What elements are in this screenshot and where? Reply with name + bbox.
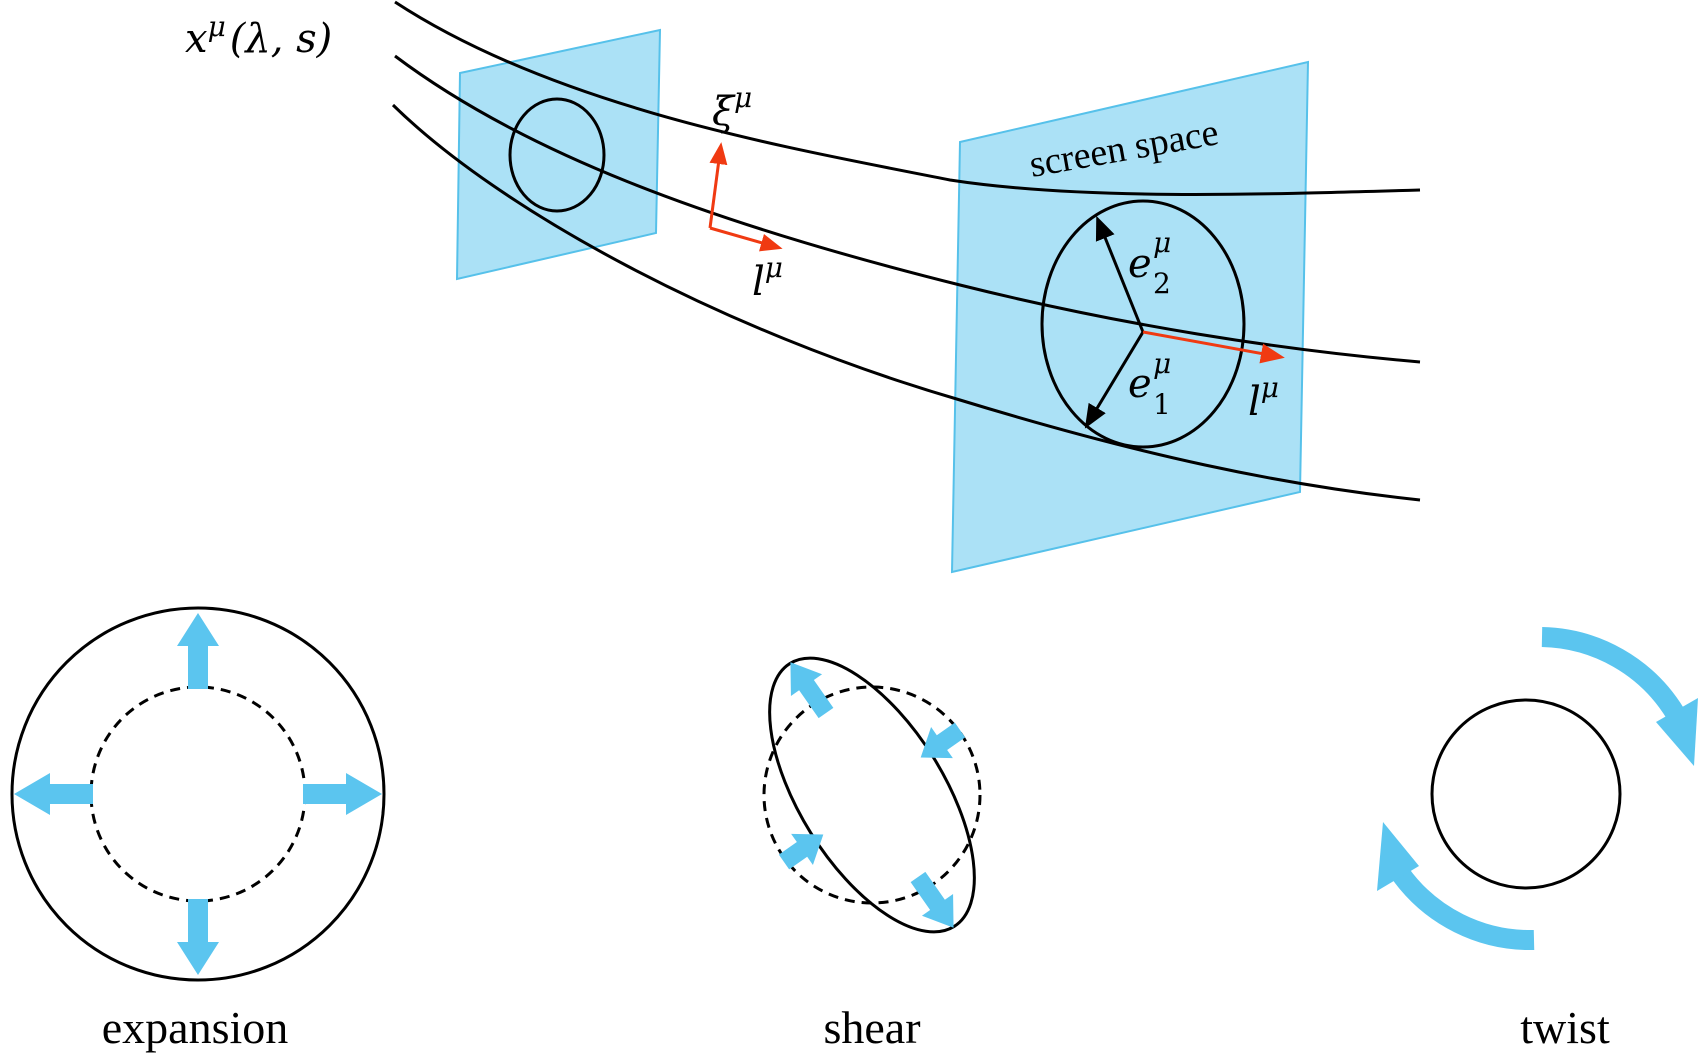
shear-arrow-out-lower-right	[910, 871, 954, 928]
geodesic-congruence-panel: xμ(λ, s) screen space ξμ lμ lμ e μ 2 e μ…	[185, 0, 1421, 574]
e2-vector-arrow	[1095, 215, 1145, 333]
expansion-arrows	[14, 613, 382, 975]
expansion-arrow-down	[177, 899, 219, 975]
small-screen-plane	[455, 28, 662, 281]
twist-panel: twist	[1377, 627, 1698, 1053]
twist-arrowhead-upper-right	[1656, 698, 1698, 766]
xi-label: ξμ	[712, 81, 752, 135]
twist-arrowhead-lower-left	[1377, 822, 1419, 891]
twist-arrow-lower-left	[1391, 867, 1535, 951]
e2-label: e	[1128, 241, 1152, 287]
expansion-panel: expansion	[10, 606, 386, 1053]
shear-arrow-in-lower-left	[778, 833, 824, 870]
geodesic-curve-top	[394, 0, 1421, 196]
e2-sup: μ	[1153, 226, 1171, 259]
l-vector-arrow-small	[709, 226, 783, 252]
shear-arrows	[778, 662, 966, 928]
e1-sup: μ	[1153, 347, 1171, 380]
shear-arrow-out-upper-left	[790, 662, 834, 719]
e1-vector-arrow	[1084, 331, 1145, 429]
l-label-large: lμ	[1248, 371, 1279, 425]
small-cross-section-circle	[508, 97, 606, 213]
curve-label: xμ(λ, s)	[185, 10, 332, 62]
twist-arrow-upper-right	[1541, 627, 1684, 719]
e1-label: e	[1128, 361, 1152, 407]
e1-sub: 1	[1153, 388, 1171, 421]
shear-dashed-circle	[762, 685, 982, 905]
expansion-caption: expansion	[102, 1002, 289, 1053]
expansion-arrow-right	[303, 773, 382, 815]
shear-panel: shear	[762, 656, 982, 1053]
twist-circle	[1430, 698, 1622, 890]
shear-caption: shear	[823, 1002, 920, 1053]
large-cross-section-circle	[1040, 199, 1246, 449]
e2-sub: 2	[1153, 267, 1171, 300]
geodesic-curve-bottom	[391, 103, 1421, 502]
shear-arrow-in-upper-right	[920, 722, 966, 759]
xi-vector-arrow	[708, 142, 728, 229]
expansion-inner-dashed-circle	[89, 685, 307, 903]
shear-ellipse	[768, 656, 976, 934]
expansion-arrow-left	[14, 773, 93, 815]
l-vector-arrow-large	[1142, 330, 1285, 364]
twist-caption: twist	[1520, 1002, 1610, 1053]
expansion-arrow-up	[177, 613, 219, 689]
expansion-outer-circle	[10, 606, 386, 982]
l-label-small: lμ	[752, 251, 783, 305]
